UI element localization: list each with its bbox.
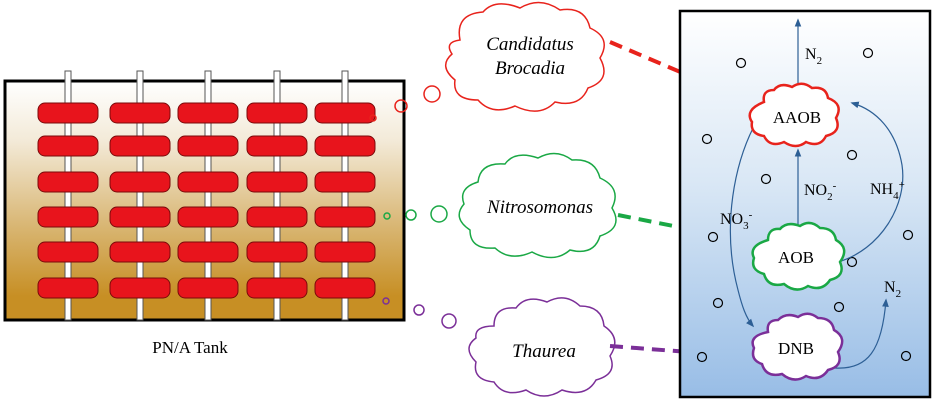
carrier-disc	[109, 171, 171, 193]
bubble-medium	[405, 209, 417, 221]
bubble-large	[423, 85, 441, 103]
carrier-disc	[37, 241, 99, 263]
carrier-rod	[341, 70, 349, 321]
cloud-label: Thaurea	[512, 341, 576, 362]
carrier-disc	[177, 102, 239, 124]
thought-bubbles-purple	[382, 297, 457, 329]
bubble-medium	[413, 304, 425, 316]
species-n2-top: N2	[805, 46, 822, 67]
tank-label: PN/A Tank	[152, 338, 228, 357]
carrier-disc	[177, 241, 239, 263]
carrier-rod	[64, 70, 72, 321]
carrier-disc	[314, 277, 376, 299]
carrier-disc	[109, 277, 171, 299]
carrier-disc	[37, 277, 99, 299]
bubble-small	[369, 114, 377, 122]
carrier-rod	[273, 70, 281, 321]
carrier-disc	[37, 206, 99, 228]
cloud-label: Nitrosomonas	[486, 197, 593, 218]
cloud-thaurea: Thaurea	[468, 297, 616, 397]
carrier-disc	[246, 277, 308, 299]
arrow-aaob-to-dnb	[729, 111, 763, 328]
carrier-disc	[314, 171, 376, 193]
pna-tank	[3, 70, 406, 322]
cloud-label-line1: Candidatus	[486, 34, 574, 55]
aaob-cloud	[748, 82, 840, 148]
carrier-disc	[109, 241, 171, 263]
thought-bubbles-green	[383, 205, 448, 223]
bubble-small	[383, 212, 391, 220]
bubble-medium	[394, 99, 408, 113]
dnb-cloud	[751, 312, 844, 381]
species-nh4: NH4+	[870, 179, 905, 202]
carrier-disc	[246, 171, 308, 193]
cloud-shape	[458, 152, 617, 259]
carrier-rod	[136, 70, 144, 321]
carrier-disc	[177, 277, 239, 299]
group-aob: AOB	[751, 221, 846, 291]
carrier-disc	[246, 135, 308, 157]
carrier-disc	[314, 241, 376, 263]
carrier-disc	[37, 102, 99, 124]
species-no3: NO3-	[720, 209, 753, 232]
arrow-nh4-cycle	[837, 101, 904, 263]
thought-bubbles-red	[369, 85, 441, 122]
carrier-disc	[177, 171, 239, 193]
flow-arrows	[729, 18, 904, 369]
bubble-large	[430, 205, 448, 223]
carrier-disc	[246, 241, 308, 263]
dnb-label: DNB	[778, 339, 814, 358]
carrier-disc	[314, 135, 376, 157]
carrier-disc	[109, 206, 171, 228]
carrier-discs	[37, 102, 376, 299]
carrier-disc	[37, 135, 99, 157]
nitrogen-pathway-panel: AAOB AOB DNB N2 NO2- NH4+ NO3- N2	[678, 9, 932, 399]
aob-cloud	[751, 221, 846, 291]
species-no2: NO2-	[804, 180, 837, 203]
carrier-rods	[64, 70, 349, 321]
cloud-shape	[468, 297, 616, 397]
cloud-nitrosomonas: Nitrosomonas	[458, 152, 617, 259]
aob-label: AOB	[778, 248, 814, 267]
carrier-disc	[37, 171, 99, 193]
bubble-large	[441, 313, 457, 329]
carrier-disc	[246, 206, 308, 228]
bubble-small	[382, 297, 390, 305]
aaob-label: AAOB	[773, 108, 821, 127]
cloud-candidatus-brocadia: Candidatus Brocadia	[445, 1, 605, 112]
carrier-rod	[204, 70, 212, 321]
carrier-disc	[314, 102, 376, 124]
carrier-disc	[109, 135, 171, 157]
cloud-shape	[445, 1, 605, 112]
group-dnb: DNB	[751, 312, 844, 381]
carrier-disc	[177, 135, 239, 157]
group-aaob: AAOB	[748, 82, 840, 148]
suspended-particles	[696, 47, 914, 363]
arrow-dnb-to-n2	[834, 298, 889, 369]
cloud-label-line2: Brocadia	[495, 58, 565, 79]
carrier-disc	[109, 102, 171, 124]
carrier-disc	[246, 102, 308, 124]
species-n2-bottom: N2	[884, 279, 901, 300]
carrier-disc	[314, 206, 376, 228]
carrier-disc	[177, 206, 239, 228]
